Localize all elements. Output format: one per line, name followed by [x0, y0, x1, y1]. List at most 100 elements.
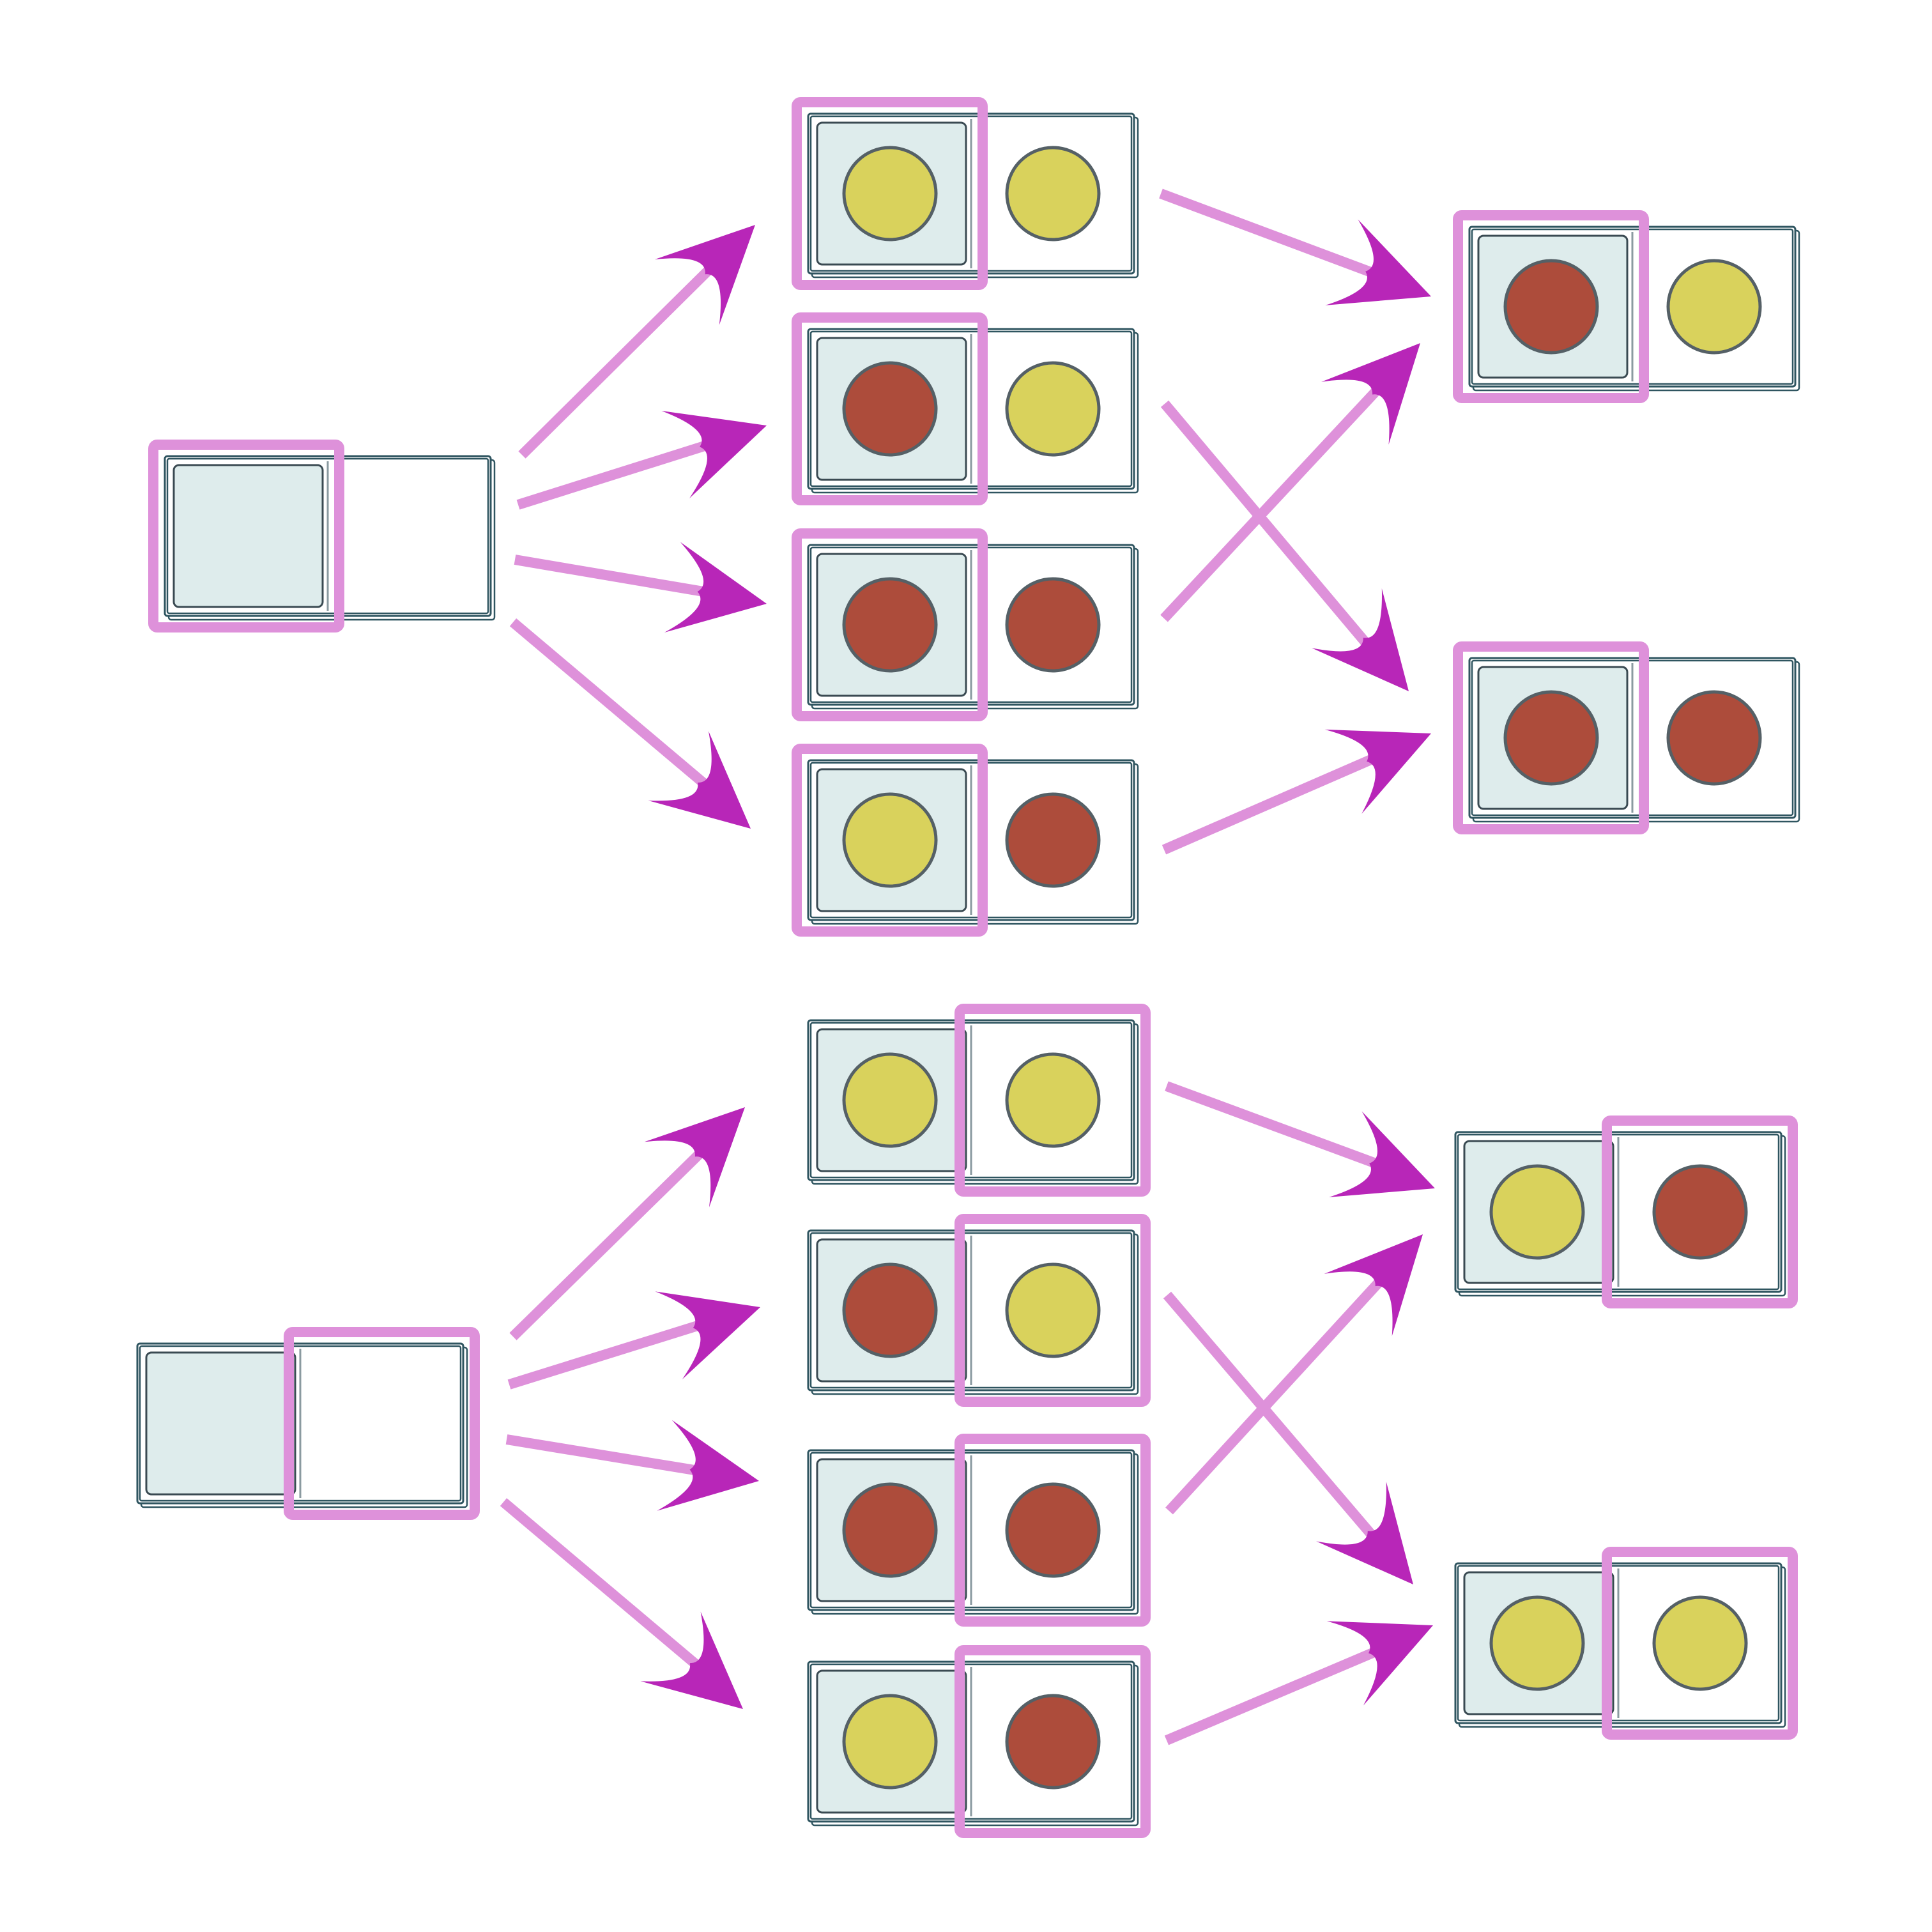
highlight-box	[792, 744, 988, 937]
middle-tile-1	[792, 97, 1139, 290]
yellow-token-right	[1652, 1595, 1748, 1691]
highlight-box	[148, 440, 344, 632]
arrow-line	[1165, 1081, 1379, 1169]
arrow-line	[507, 1321, 700, 1390]
arrow-line	[1164, 1647, 1377, 1745]
middle-tile-1	[807, 1004, 1151, 1197]
arrowhead-icon	[1325, 219, 1431, 305]
arrow-middle-to-end-2	[1163, 1291, 1413, 1584]
highlight-box	[792, 97, 988, 290]
arrowhead-icon	[1329, 1111, 1435, 1197]
arrow-start-to-middle-4	[509, 618, 751, 829]
arrow-start-to-middle-1	[518, 225, 755, 459]
yellow-token-left	[842, 792, 938, 888]
highlight-box	[792, 312, 988, 505]
arrow-middle-to-end-1	[1165, 1081, 1435, 1197]
highlight-box	[954, 1645, 1151, 1838]
red-token-right	[1005, 1694, 1101, 1790]
start-tile	[148, 440, 496, 632]
end-tile-1	[1454, 1116, 1798, 1308]
arrow-middle-to-end-1	[1159, 188, 1431, 305]
yellow-token-left	[842, 1052, 938, 1148]
arrow-middle-to-end-4	[1164, 1621, 1433, 1745]
arrowhead-icon	[644, 1107, 745, 1208]
yellow-token-right	[1005, 1262, 1101, 1358]
arrow-line	[1162, 754, 1375, 855]
yellow-token-right	[1005, 146, 1101, 241]
highlight-box	[954, 1434, 1151, 1627]
arrowhead-icon	[654, 225, 755, 325]
arrowhead-icon	[1315, 1482, 1413, 1584]
arrow-start-to-middle-3	[514, 542, 767, 633]
yellow-token-right	[1005, 361, 1101, 457]
arrow-start-to-middle-2	[516, 410, 767, 510]
arrow-start-to-middle-1	[509, 1107, 745, 1340]
group-second-position	[136, 1004, 1798, 1838]
highlight-box	[954, 1004, 1151, 1197]
arrowhead-icon	[1324, 1234, 1423, 1337]
arrow-middle-to-end-2	[1160, 400, 1409, 691]
red-token-right	[1005, 1482, 1101, 1578]
highlight-box	[1453, 210, 1649, 403]
highlight-box	[284, 1327, 480, 1520]
middle-tile-3	[792, 528, 1139, 721]
red-token-right	[1005, 792, 1101, 888]
highlight-box	[1602, 1116, 1798, 1308]
left-cell	[172, 464, 324, 608]
highlight-box	[1602, 1547, 1798, 1740]
arrowhead-icon	[1321, 343, 1420, 445]
arrowhead-icon	[640, 1611, 743, 1709]
end-tile-2	[1454, 1547, 1798, 1740]
middle-tile-2	[792, 312, 1139, 505]
middle-tile-3	[807, 1434, 1151, 1627]
arrowhead-icon	[655, 1291, 760, 1379]
left-cell	[145, 1351, 296, 1496]
arrow-line	[1159, 188, 1376, 279]
arrow-line	[509, 1146, 707, 1340]
highlight-box	[954, 1214, 1151, 1407]
start-tile	[136, 1327, 480, 1520]
arrow-middle-to-end-3	[1165, 1234, 1423, 1515]
arrow-start-to-middle-4	[500, 1498, 743, 1709]
middle-tile-4	[807, 1645, 1151, 1838]
arrow-start-to-middle-2	[507, 1291, 760, 1390]
arrow-line	[1163, 1291, 1382, 1545]
arrow-line	[514, 555, 709, 597]
end-tile-1	[1453, 210, 1800, 403]
arrowhead-icon	[661, 410, 767, 499]
red-token-right	[1666, 690, 1762, 786]
arrowhead-icon	[1312, 588, 1409, 691]
yellow-token-left	[1489, 1164, 1585, 1260]
arrow-line	[1165, 1268, 1392, 1515]
middle-tile-2	[807, 1214, 1151, 1407]
arrow-line	[1160, 400, 1379, 657]
red-token-left	[842, 1262, 938, 1358]
arrow-line	[505, 1434, 700, 1476]
arrow-line	[1160, 378, 1389, 622]
red-token-left	[842, 577, 938, 673]
arrowhead-icon	[1324, 729, 1431, 814]
group-first-position	[148, 97, 1800, 937]
arrow-line	[509, 618, 709, 789]
arrow-line	[516, 440, 710, 510]
arrowhead-icon	[664, 542, 767, 633]
arrowhead-icon	[657, 1420, 759, 1511]
yellow-token-left	[842, 1694, 938, 1790]
yellow-token-right	[1005, 1052, 1101, 1148]
arrowhead-icon	[1326, 1621, 1433, 1706]
arrow-line	[500, 1498, 699, 1668]
arrow-middle-to-end-3	[1160, 343, 1420, 622]
red-token-left	[1503, 259, 1599, 355]
arrowhead-icon	[648, 731, 751, 829]
red-token-left	[1503, 690, 1599, 786]
red-token-left	[842, 1482, 938, 1578]
yellow-token-left	[1489, 1595, 1585, 1691]
red-token-right	[1652, 1164, 1748, 1260]
middle-tile-4	[792, 744, 1139, 937]
arrow-start-to-middle-3	[505, 1420, 759, 1511]
end-tile-2	[1453, 641, 1800, 834]
highlight-box	[1453, 641, 1649, 834]
red-token-right	[1005, 577, 1101, 673]
yellow-token-right	[1666, 259, 1762, 355]
